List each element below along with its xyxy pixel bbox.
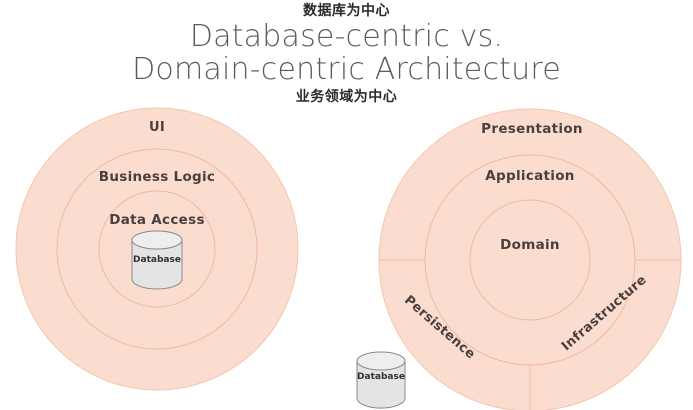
external-database-cylinder-icon (356, 351, 406, 409)
right-diagram-circles (378, 108, 682, 410)
right-ring-inner-domain (469, 199, 591, 321)
left-database-cylinder-icon (131, 230, 183, 290)
